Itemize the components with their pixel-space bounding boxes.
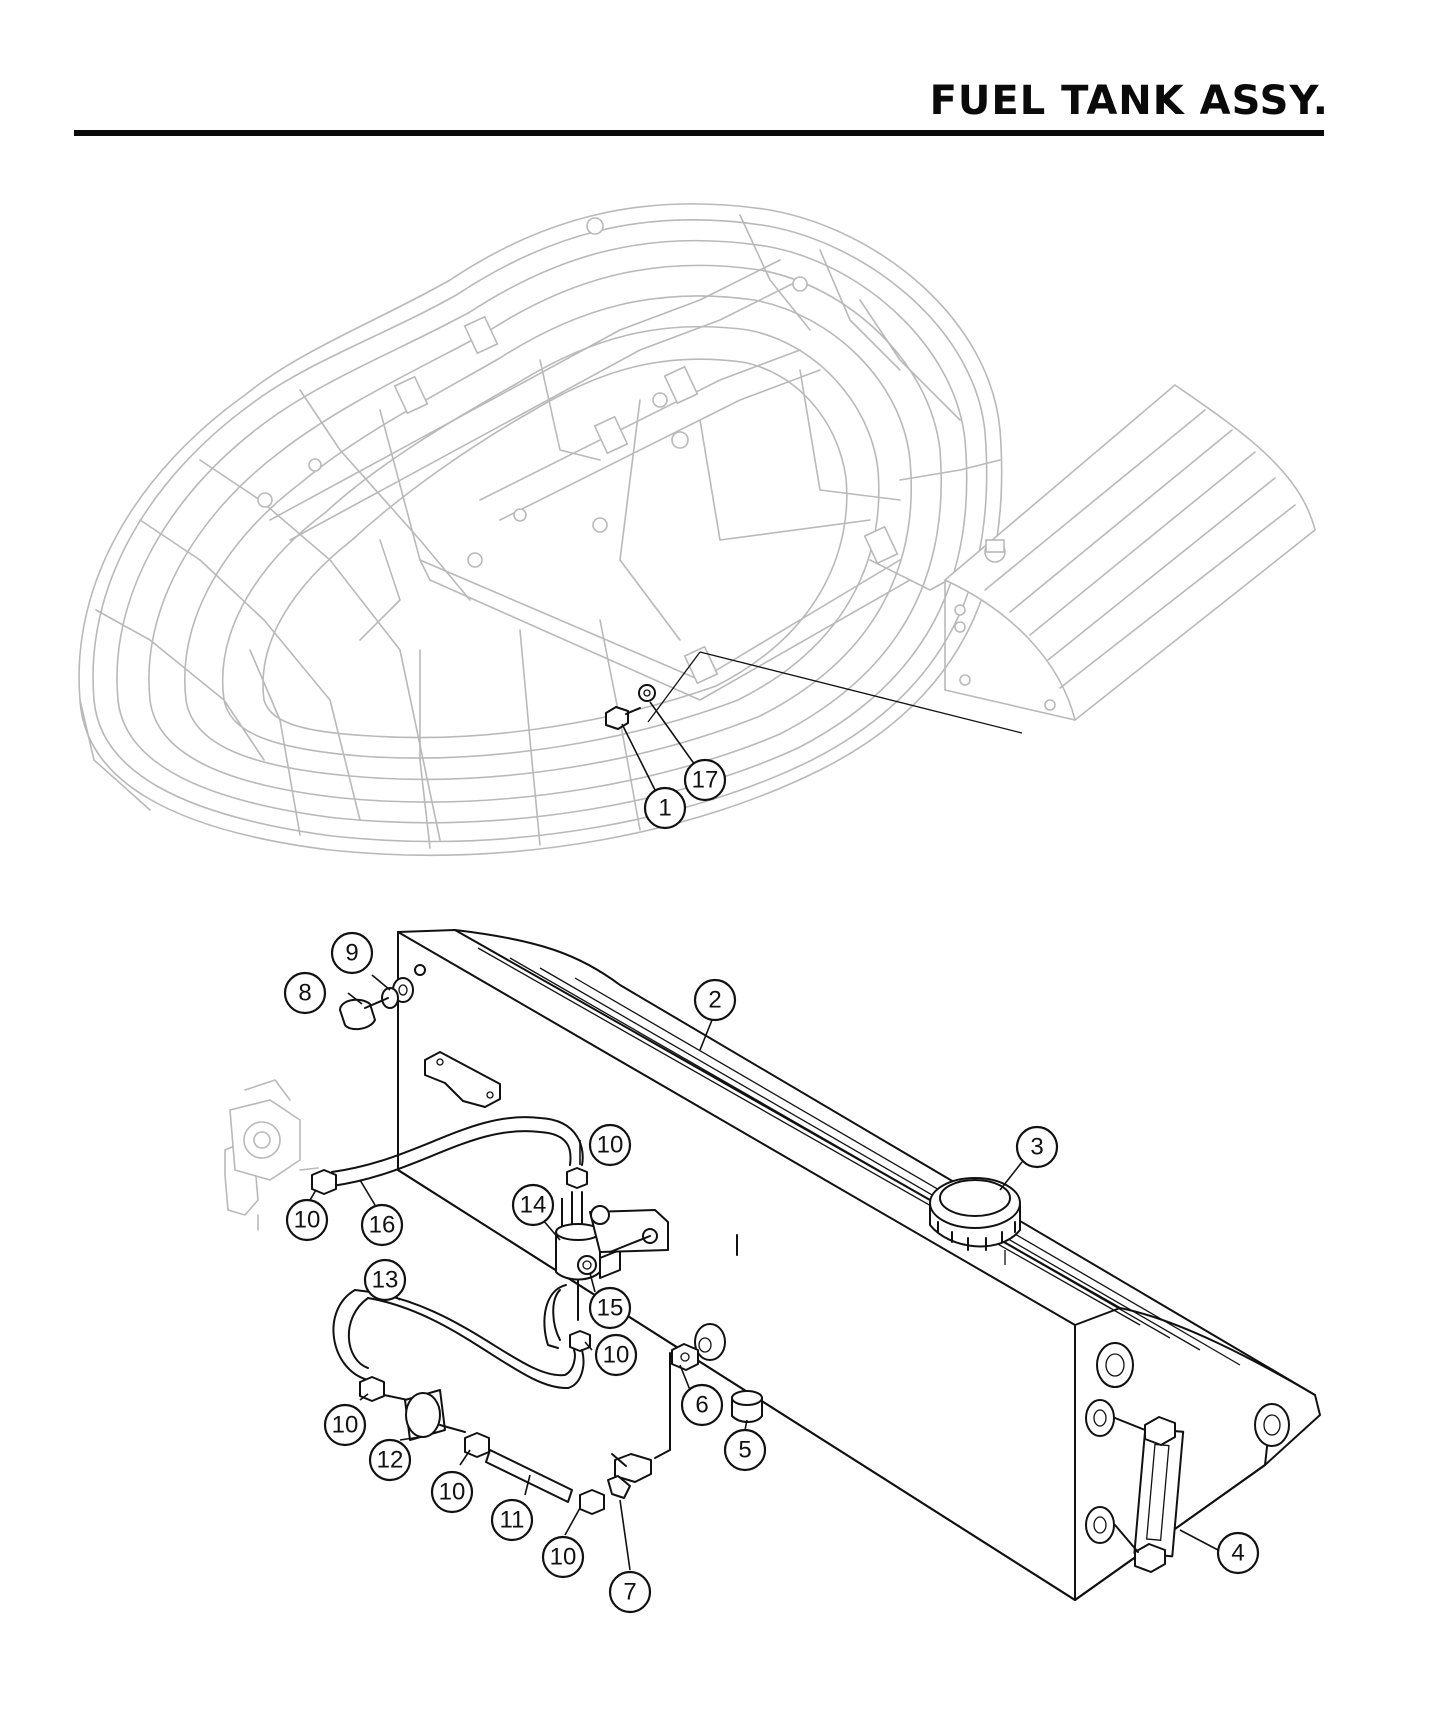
fuel-tank-ghost bbox=[943, 383, 1316, 722]
title-rule bbox=[74, 130, 1324, 136]
callout-12: 12 bbox=[368, 1438, 412, 1482]
svg-text:9: 9 bbox=[345, 940, 358, 967]
svg-text:10: 10 bbox=[597, 1132, 624, 1159]
sight-gauge bbox=[1114, 1416, 1185, 1573]
callout-10: 10 bbox=[285, 1198, 329, 1242]
fuel-lines-and-fittings bbox=[311, 1116, 669, 1515]
svg-text:16: 16 bbox=[369, 1212, 396, 1239]
bolt-and-washer-top bbox=[605, 651, 1023, 801]
shutoff-valve bbox=[607, 1352, 671, 1499]
page-title: FUEL TANK ASSY. bbox=[929, 78, 1329, 124]
bolt-and-washer-bottom bbox=[339, 977, 414, 1031]
svg-text:11: 11 bbox=[500, 1507, 525, 1534]
callout-14: 14 bbox=[511, 1183, 555, 1227]
svg-text:10: 10 bbox=[603, 1342, 630, 1369]
callout-10: 10 bbox=[588, 1123, 632, 1167]
svg-text:1: 1 bbox=[658, 795, 671, 822]
callout-8: 8 bbox=[283, 971, 327, 1015]
svg-text:6: 6 bbox=[695, 1392, 708, 1419]
callout-10: 10 bbox=[323, 1403, 367, 1447]
svg-text:17: 17 bbox=[692, 767, 719, 794]
leader-lines bbox=[309, 974, 1219, 1571]
svg-text:4: 4 bbox=[1231, 1540, 1244, 1567]
callout-13: 13 bbox=[363, 1258, 407, 1302]
carburetor-ghost bbox=[224, 1079, 319, 1231]
callout-2: 2 bbox=[693, 978, 737, 1022]
callout-6: 6 bbox=[680, 1383, 724, 1427]
svg-text:8: 8 bbox=[298, 980, 311, 1007]
svg-text:12: 12 bbox=[377, 1447, 404, 1474]
callout-10: 10 bbox=[430, 1470, 474, 1514]
svg-text:10: 10 bbox=[332, 1412, 359, 1439]
callout-11: 11 bbox=[490, 1498, 534, 1542]
fuel-cap bbox=[929, 1177, 1021, 1265]
callout-5: 5 bbox=[723, 1428, 767, 1472]
svg-text:14: 14 bbox=[520, 1192, 547, 1219]
frame-cage-ghost bbox=[78, 203, 1003, 857]
fuel-tank bbox=[397, 929, 1321, 1601]
callout-7: 7 bbox=[608, 1570, 652, 1614]
callout-4: 4 bbox=[1216, 1531, 1260, 1575]
svg-text:2: 2 bbox=[708, 987, 721, 1014]
callout-3: 3 bbox=[1015, 1125, 1059, 1169]
callout-10: 10 bbox=[541, 1535, 585, 1579]
svg-text:10: 10 bbox=[550, 1544, 577, 1571]
svg-text:15: 15 bbox=[597, 1295, 624, 1322]
callout-1: 1 bbox=[643, 786, 687, 830]
grommet-and-bushing bbox=[671, 1323, 763, 1423]
svg-text:7: 7 bbox=[623, 1579, 636, 1606]
svg-text:10: 10 bbox=[439, 1479, 466, 1506]
callout-16: 16 bbox=[360, 1203, 404, 1247]
callout-15: 15 bbox=[588, 1286, 632, 1330]
svg-text:13: 13 bbox=[372, 1267, 399, 1294]
svg-text:3: 3 bbox=[1030, 1134, 1043, 1161]
callout-9: 9 bbox=[330, 931, 374, 975]
callout-10: 10 bbox=[594, 1333, 638, 1377]
svg-text:5: 5 bbox=[738, 1437, 751, 1464]
callout-17: 17 bbox=[683, 758, 727, 802]
svg-text:10: 10 bbox=[294, 1207, 321, 1234]
